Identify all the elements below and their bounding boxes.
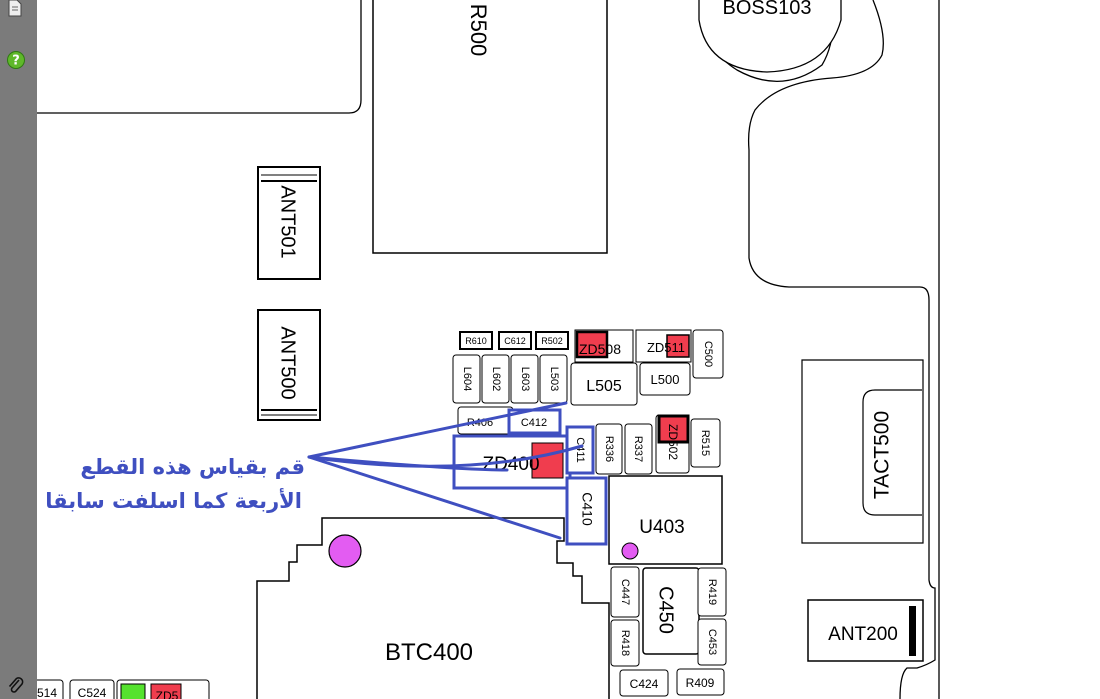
- component-l602[interactable]: L602: [481, 354, 510, 404]
- label-c500: C500: [702, 341, 714, 367]
- label-l500: L500: [651, 372, 680, 387]
- label-c411: C411: [574, 437, 586, 462]
- component-c500[interactable]: C500: [692, 329, 724, 379]
- label-c612: C612: [504, 336, 526, 346]
- component-l603[interactable]: L603: [510, 354, 539, 404]
- label-514: 514: [37, 686, 57, 699]
- left-toolbar: ?: [0, 0, 37, 699]
- label-tact500: TACT500: [871, 411, 894, 499]
- component-zd5-bottom[interactable]: ZD5: [116, 679, 210, 699]
- component-r419[interactable]: R419: [697, 567, 727, 617]
- label-c450: C450: [655, 586, 677, 634]
- label-c524: C524: [78, 686, 107, 699]
- label-ant200: ANT200: [828, 624, 898, 645]
- help-icon[interactable]: ?: [6, 50, 26, 70]
- svg-text:?: ?: [12, 54, 20, 69]
- pcb-board-layout: R500 BOSS103 ANT501 ANT500 R610 C612 R50…: [37, 0, 940, 699]
- component-r515[interactable]: R515: [690, 418, 721, 468]
- label-zd511: ZD511: [647, 340, 685, 355]
- attachment-icon[interactable]: [6, 676, 26, 696]
- component-c453[interactable]: C453: [697, 618, 727, 666]
- component-l505[interactable]: L505: [570, 362, 638, 406]
- component-r610[interactable]: R610: [459, 331, 493, 350]
- label-ant501: ANT501: [277, 185, 299, 258]
- component-c612[interactable]: C612: [498, 331, 532, 350]
- component-l500[interactable]: L500: [639, 362, 691, 396]
- label-r337: R337: [632, 436, 644, 462]
- component-l604[interactable]: L604: [452, 354, 481, 404]
- component-r502[interactable]: R502: [535, 331, 569, 350]
- label-u403: U403: [639, 517, 684, 538]
- annotation-arrows: [307, 401, 584, 540]
- label-l604: L604: [461, 367, 473, 391]
- label-zd5-bottom: ZD5: [156, 689, 179, 699]
- component-r500[interactable]: R500: [372, 0, 608, 254]
- component-ant200[interactable]: ANT200: [807, 599, 924, 662]
- label-c424: C424: [630, 677, 659, 691]
- component-ant501[interactable]: ANT501: [257, 166, 321, 280]
- component-c447[interactable]: C447: [610, 566, 640, 618]
- component-c410[interactable]: C410: [565, 476, 608, 546]
- label-l503: L503: [548, 367, 560, 391]
- label-r502: R502: [541, 336, 563, 346]
- label-c412: C412: [521, 417, 547, 429]
- component-btc400[interactable]: BTC400: [256, 517, 610, 699]
- label-r610: R610: [465, 336, 487, 346]
- label-ant500: ANT500: [277, 326, 299, 399]
- label-c447: C447: [619, 579, 631, 605]
- label-c453: C453: [706, 629, 718, 655]
- label-r500: R500: [466, 4, 491, 57]
- label-r419: R419: [706, 579, 718, 605]
- annotation-line-2: الأربعة كما اسلفت سابقا: [45, 487, 302, 513]
- label-r515: R515: [699, 430, 711, 456]
- component-r409[interactable]: R409: [676, 668, 725, 696]
- component-ant500[interactable]: ANT500: [257, 309, 321, 421]
- component-zd508[interactable]: ZD508: [574, 329, 634, 363]
- component-c524[interactable]: C524: [69, 679, 115, 699]
- component-r336[interactable]: R336: [595, 423, 623, 475]
- component-c424[interactable]: C424: [619, 669, 669, 697]
- label-l505: L505: [586, 378, 622, 395]
- component-zd511[interactable]: ZD511: [635, 329, 692, 363]
- label-l602: L602: [490, 367, 502, 391]
- schematic-canvas[interactable]: R500 BOSS103 ANT501 ANT500 R610 C612 R50…: [37, 0, 1100, 699]
- component-r337[interactable]: R337: [624, 423, 653, 475]
- component-zd400[interactable]: ZD400: [452, 434, 572, 490]
- component-boss103[interactable]: BOSS103: [698, 0, 842, 73]
- label-zd502: ZD502: [666, 424, 680, 460]
- label-zd508: ZD508: [579, 341, 621, 357]
- pages-icon[interactable]: [6, 0, 24, 18]
- component-zd502[interactable]: ZD502: [655, 414, 690, 474]
- component-u403[interactable]: U403: [608, 475, 723, 565]
- label-boss103: BOSS103: [723, 0, 812, 19]
- label-r336: R336: [603, 436, 615, 462]
- label-r409: R409: [686, 676, 715, 690]
- label-l603: L603: [519, 367, 531, 391]
- annotation-line-1: قم بقياس هذه القطع: [80, 455, 305, 479]
- component-c412[interactable]: C412: [507, 408, 562, 435]
- label-c410: C410: [579, 492, 595, 526]
- component-tact500[interactable]: TACT500: [801, 359, 924, 544]
- label-r418: R418: [619, 630, 631, 656]
- component-c450[interactable]: C450: [642, 567, 700, 655]
- component-514[interactable]: 514: [37, 679, 64, 699]
- label-btc400: BTC400: [385, 639, 473, 666]
- component-r418[interactable]: R418: [610, 619, 640, 667]
- component-l503[interactable]: L503: [539, 354, 568, 404]
